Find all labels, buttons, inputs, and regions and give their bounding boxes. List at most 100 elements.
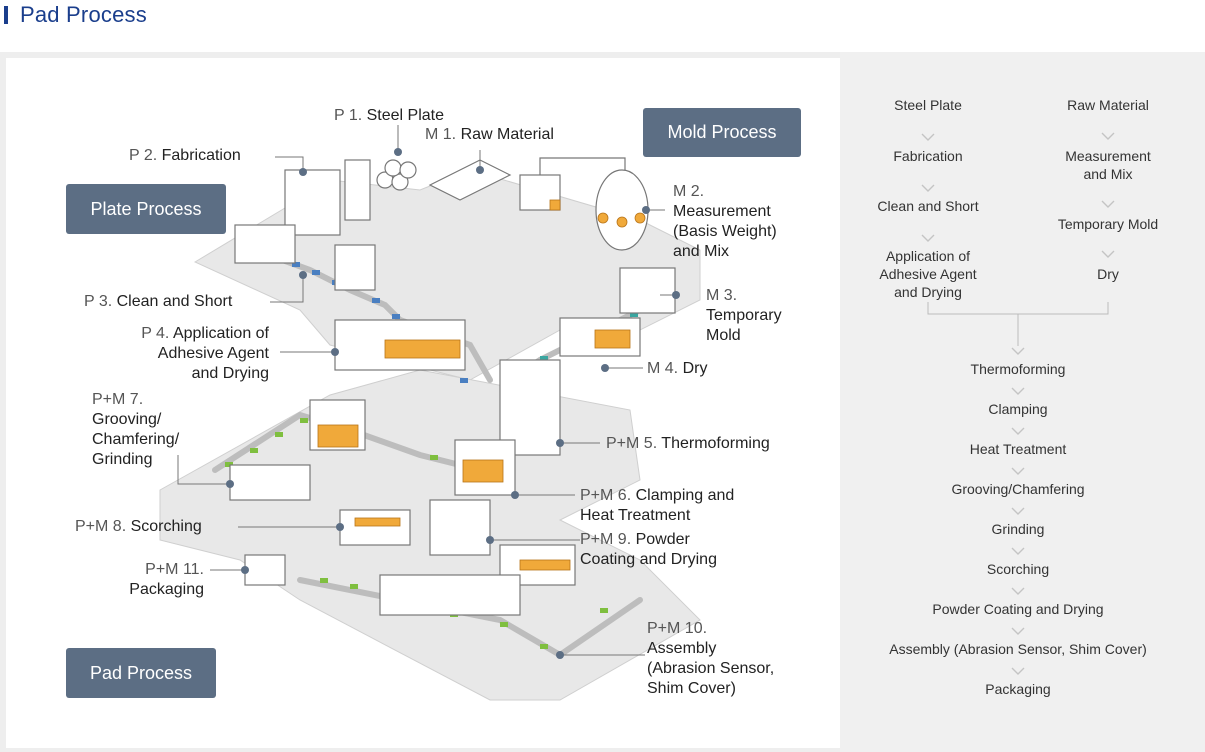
step-pm10-line-2: (Abrasion Sensor, xyxy=(647,660,775,677)
assembly-line xyxy=(379,574,521,616)
step-p2-label: P 2. Fabrication xyxy=(129,146,241,166)
step-pm11-number: P+M 11. xyxy=(145,561,204,578)
step-m1-number: M 1. xyxy=(425,126,457,143)
plate-conveyor xyxy=(252,247,493,383)
step-pm9-label: P+M 9. Powder Coating and Drying xyxy=(580,530,717,570)
page-title: Pad Process xyxy=(20,2,147,27)
flow-chevron-icon xyxy=(1101,127,1115,140)
flow-merged-step: Heat Treatment xyxy=(969,441,1067,457)
step-m3-line-2: Mold xyxy=(706,327,741,344)
step-p1-number: P 1. xyxy=(334,107,363,124)
flow-chevron-icon xyxy=(921,128,935,141)
pad-conveyor-bottom xyxy=(297,577,643,659)
step-m1-label: M 1. Raw Material xyxy=(425,125,554,145)
flow-chevron-icon xyxy=(1011,622,1025,635)
step-pm8-label: P+M 8. Scorching xyxy=(75,517,202,537)
page-header: Pad Process xyxy=(0,0,147,30)
temporary-mold xyxy=(619,267,676,314)
step-pm7-label: P+M 7. Grooving/ Chamfering/ Grinding xyxy=(92,390,179,470)
step-p1-text: Steel Plate xyxy=(366,107,445,124)
flow-right-step: Dry xyxy=(1097,266,1119,282)
flow-merged-step: Assembly (Abrasion Sensor, Shim Cover) xyxy=(889,641,1147,657)
step-pm10-label: P+M 10. Assembly (Abrasion Sensor, Shim … xyxy=(647,619,774,699)
powder-coating xyxy=(429,499,491,556)
step-m2-label: M 2. Measurement (Basis Weight) and Mix xyxy=(673,182,777,262)
step-p1-label: P 1. Steel Plate xyxy=(334,106,444,126)
flow-merged-step: Thermoforming xyxy=(970,361,1066,377)
step-p2-number: P 2. xyxy=(129,147,158,164)
step-pm7-number: P+M 7. xyxy=(92,391,144,408)
packaging-boxes xyxy=(244,554,286,586)
flow-merged-step: Scorching xyxy=(986,561,1050,577)
flow-chevron-icon xyxy=(921,179,935,192)
step-p4-number: P 4. xyxy=(141,325,170,342)
step-m2-line-2: (Basis Weight) xyxy=(673,223,777,240)
step-pm6-number: P+M 6. xyxy=(580,487,632,504)
step-m2-line-1: Measurement xyxy=(673,203,771,220)
flow-chevron-icon xyxy=(1011,342,1025,355)
step-m4-text: Dry xyxy=(682,360,708,377)
step-m2-line-3: and Mix xyxy=(673,243,730,260)
factory-illustration xyxy=(159,125,701,701)
step-pm9-line-2: Coating and Drying xyxy=(580,551,717,568)
step-m3-label: M 3. Temporary Mold xyxy=(706,286,782,346)
pad-process-badge: Pad Process xyxy=(66,648,216,698)
step-pm6-label: P+M 6. Clamping and Heat Treatment xyxy=(580,486,734,526)
step-m3-line-1: Temporary xyxy=(706,307,782,324)
flow-chevron-icon xyxy=(1011,422,1025,435)
flow-chevron-icon xyxy=(921,229,935,242)
title-accent-bar xyxy=(4,6,8,24)
flow-left-step: Clean and Short xyxy=(877,198,979,214)
flow-chevron-icon xyxy=(1101,195,1115,208)
step-pm10-line-1: Assembly xyxy=(647,640,717,657)
step-pm6-line-2: Heat Treatment xyxy=(580,507,691,524)
thermoforming-press xyxy=(499,359,561,456)
flow-right-step: Raw Material xyxy=(1067,97,1149,113)
flow-merged-step: Grinding xyxy=(991,521,1045,537)
clean-machine xyxy=(234,224,296,264)
mold-process-badge: Mold Process xyxy=(643,108,801,157)
step-p3-number: P 3. xyxy=(84,293,113,310)
flow-chevron-icon xyxy=(1101,245,1115,258)
step-m2-number: M 2. xyxy=(673,183,705,200)
flow-merged-step: Grooving/Chamfering xyxy=(951,481,1085,497)
step-pm10-line-3: Shim Cover) xyxy=(647,680,736,697)
step-p2-text: Fabrication xyxy=(161,147,241,164)
flow-chevron-icon xyxy=(1011,582,1025,595)
step-p4-line-1: Application of xyxy=(172,325,269,342)
step-m3-number: M 3. xyxy=(706,287,738,304)
step-pm8-text: Scorching xyxy=(130,518,202,535)
step-p3-label: P 3. Clean and Short xyxy=(84,292,232,312)
step-pm11-label: P+M 11. Packaging xyxy=(100,560,204,600)
flow-chevron-icon xyxy=(1011,462,1025,475)
step-m1-text: Raw Material xyxy=(460,126,554,143)
fabrication-press xyxy=(284,169,341,236)
step-p4-line-2: Adhesive Agent xyxy=(157,345,269,362)
step-p3-text: Clean and Short xyxy=(116,293,233,310)
flow-chevron-icon xyxy=(1011,502,1025,515)
flow-merged-step: Powder Coating and Drying xyxy=(932,601,1104,617)
plate-process-badge: Plate Process xyxy=(66,184,226,234)
flow-left-step: Steel Plate xyxy=(894,97,962,113)
step-pm9-number: P+M 9. xyxy=(580,531,632,548)
flow-merged-step: Packaging xyxy=(985,681,1051,697)
step-m4-number: M 4. xyxy=(647,360,679,377)
mixing-tank xyxy=(595,169,649,251)
step-p4-line-3: and Drying xyxy=(191,365,269,382)
step-pm7-line-1: Grooving/ xyxy=(92,411,162,428)
step-pm10-number: P+M 10. xyxy=(647,620,708,637)
step-pm5-text: Thermoforming xyxy=(661,435,770,452)
step-pm7-line-3: Grinding xyxy=(92,451,153,468)
step-pm9-line-1: Powder xyxy=(635,531,690,548)
step-pm8-number: P+M 8. xyxy=(75,518,127,535)
step-pm11-text: Packaging xyxy=(129,581,204,598)
step-pm6-line-1: Clamping and xyxy=(635,487,735,504)
step-pm7-line-2: Chamfering/ xyxy=(92,431,180,448)
flow-left-step: Fabrication xyxy=(893,148,963,164)
flow-chevron-icon xyxy=(1011,382,1025,395)
flow-panel xyxy=(840,52,1205,752)
step-m4-label: M 4. Dry xyxy=(647,359,707,379)
flow-chevron-icon xyxy=(1011,542,1025,555)
